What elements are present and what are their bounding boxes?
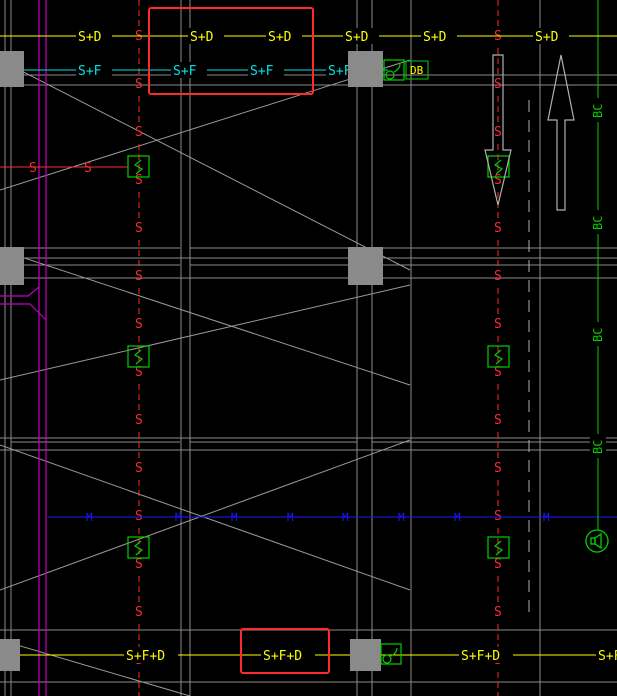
yellow-top-labels: S+D S+D S+D S+D S+D S+D <box>76 28 569 45</box>
pipe-s-mark: S <box>494 269 502 284</box>
column <box>348 51 383 87</box>
pipe-s-mark: S <box>135 77 143 92</box>
pipe-s-mark: S <box>494 317 502 332</box>
magenta-pipes <box>0 0 47 696</box>
label-s-plus-f-plus-d: S+F+D <box>598 649 617 664</box>
pipe-s-mark: S <box>494 365 502 380</box>
sprinkler-box-icon <box>127 345 150 368</box>
yellow-bottom-labels: S+F+D S+F+D S+F+D S+F+D <box>124 647 617 664</box>
label-bc: BC <box>591 328 605 342</box>
spray-head-icon <box>380 643 402 665</box>
column <box>0 247 24 285</box>
pipe-s-mark: S <box>494 173 502 188</box>
label-s-plus-d: S+D <box>345 30 369 45</box>
sprinkler-box-icon <box>127 536 150 559</box>
sprinkler-box-icon <box>487 345 510 368</box>
label-s-plus-d: S+D <box>268 30 292 45</box>
diagonal-bracing <box>0 59 411 696</box>
column <box>350 639 381 671</box>
label-s-plus-f: S+F <box>328 64 352 79</box>
pipe-s-mark: S <box>135 317 143 332</box>
column <box>348 247 383 285</box>
pipe-s-mark: S <box>135 269 143 284</box>
pipe-s-mark: S <box>494 413 502 428</box>
flow-arrow-icon <box>547 54 575 211</box>
label-s-plus-d: S+D <box>535 30 559 45</box>
label-m: M <box>543 511 550 524</box>
label-s-plus-d: S+D <box>78 30 102 45</box>
pipe-s-mark: S <box>135 605 143 620</box>
pipe-s-mark: S <box>135 221 143 236</box>
sprinkler-box-icon <box>487 536 510 559</box>
pipe-s-mark: S <box>135 413 143 428</box>
label-m: M <box>231 511 238 524</box>
label-s-plus-d: S+D <box>190 30 214 45</box>
label-m: M <box>175 511 182 524</box>
label-s-plus-f-plus-d: S+F+D <box>126 649 165 664</box>
pipe-s-mark: S <box>135 557 143 572</box>
highlight-box-bottom <box>240 628 330 674</box>
speaker-icon <box>585 529 609 553</box>
pipe-s-mark: S <box>135 461 143 476</box>
label-s-plus-f-plus-d: S+F+D <box>263 649 302 664</box>
label-bc: BC <box>591 104 605 118</box>
label-m: M <box>342 511 349 524</box>
label-s-plus-d: S+D <box>423 30 447 45</box>
label-m: M <box>398 511 405 524</box>
pipe-s-mark: S <box>494 221 502 236</box>
label-m: M <box>287 511 294 524</box>
label-s-plus-f: S+F <box>250 64 274 79</box>
label-s-plus-f: S+F <box>173 64 197 79</box>
label-m: M <box>86 511 93 524</box>
column <box>0 639 20 671</box>
columns <box>0 51 383 671</box>
pipe-s-mark: S <box>494 461 502 476</box>
highlight-box-top <box>148 7 314 95</box>
pipe-s-mark: S <box>494 557 502 572</box>
sprinkler-boxes <box>127 155 510 559</box>
pipe-s-mark: S <box>494 77 502 92</box>
green-bc-labels: BC BC BC BC <box>590 98 606 458</box>
flow-arrow-icon <box>484 54 512 206</box>
pipe-s-mark: S <box>135 365 143 380</box>
pipe-s-mark: S <box>135 125 143 140</box>
pipe-s-mark: S <box>135 173 143 188</box>
db-box: DB <box>405 60 429 80</box>
label-bc: BC <box>591 440 605 454</box>
red-branch-label-2: S <box>84 161 92 176</box>
db-label: DB <box>410 64 424 77</box>
red-branch-label-1: S <box>29 161 37 176</box>
label-bc: BC <box>591 216 605 230</box>
pipe-s-mark: S <box>494 125 502 140</box>
sprinkler-box-icon <box>487 155 510 178</box>
label-m: M <box>454 511 461 524</box>
spray-head-icon <box>383 59 405 81</box>
label-s-plus-f-plus-d: S+F+D <box>461 649 500 664</box>
label-s-plus-f: S+F <box>78 64 102 79</box>
pipe-s-mark: S <box>494 605 502 620</box>
sprinkler-box-icon <box>127 155 150 178</box>
column <box>0 51 24 87</box>
